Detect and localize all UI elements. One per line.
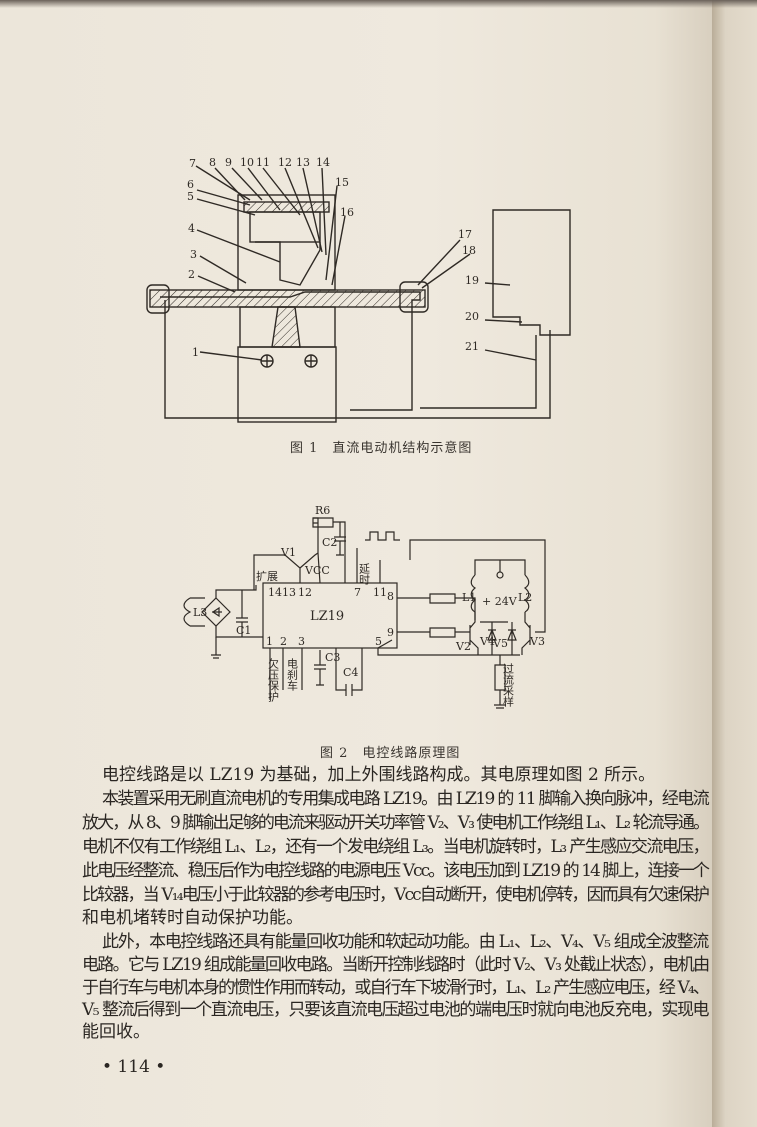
text-line: V₅ 整流后得到一个直流电压，只要该直流电压超过电池的端电压时就向电池反充电，实… (82, 1000, 710, 1020)
pin-label: 11 (373, 586, 387, 599)
undervoltage-label: 欠压保护 (267, 657, 280, 703)
part-label: 12 (278, 156, 292, 169)
pin-label: 7 (354, 586, 361, 599)
text-line: 于自行车与电机本身的惯性作用而转动，或自行车下坡滑行时，L₁、L₂ 产生感应电压… (82, 978, 710, 998)
ic-lz19 (262, 582, 398, 649)
part-label: 21 (465, 340, 479, 353)
text-line: 放大，从 8、9 脚输出足够的电流来驱动开关功率管 V₂、V₃ 使电机工作绕组 … (82, 813, 710, 833)
text-line: 此外，本电控线路还具有能量回收功能和软起动功能。由 L₁、L₂、V₄、V₅ 组成… (102, 932, 709, 952)
v5-label: V5 (492, 637, 508, 650)
next-page-edge (712, 0, 757, 1127)
c2-label: C2 (322, 536, 337, 549)
v2-label: V2 (455, 640, 471, 653)
pin-label: 2 (280, 635, 287, 648)
part-label: 1 (192, 346, 199, 359)
pin-label: 1 (266, 635, 273, 648)
part-label: 4 (188, 222, 195, 235)
overcurrent-label: 过流采样 (502, 663, 515, 707)
v3-label: V3 (529, 635, 545, 648)
pin-label: 9 (387, 626, 394, 639)
part-label: 5 (187, 190, 194, 203)
v1-label: V1 (280, 546, 296, 559)
part-label: 19 (465, 274, 479, 287)
pin-label: 5 (375, 635, 382, 648)
text-line: 电机不仅有工作绕组 L₁、L₂，还有一个发电绕组 L₃。当电机旋转时，L₃ 产生… (82, 837, 710, 857)
coil-l1 (470, 574, 477, 613)
controller-box (492, 209, 571, 336)
figure-2-caption: 图 2 电控线路原理图 (320, 746, 461, 761)
coil-l2 (523, 574, 530, 613)
part-label: 8 (209, 156, 216, 169)
v4-label: V4 (479, 635, 495, 648)
scan-shadow (0, 0, 757, 8)
part-label: 3 (190, 248, 197, 261)
wire-loop (164, 300, 551, 419)
part-label: 9 (225, 156, 232, 169)
lower-housing (237, 346, 337, 423)
text-line: 和电机堵转时自动保护功能。 (82, 908, 303, 928)
l2-label: L2 (518, 591, 532, 604)
l3-label: L3 (193, 606, 207, 619)
pin-label: 8 (387, 590, 394, 603)
pulse-waveform (365, 531, 400, 541)
coil-l3 (183, 597, 192, 627)
part-label: 20 (465, 310, 479, 323)
delay-label: 延时 (358, 563, 371, 585)
c4-label: C4 (343, 666, 358, 679)
part-label: 17 (458, 228, 472, 241)
part-label: 11 (256, 156, 270, 169)
text-line: 本装置采用无刷直流电机的专用集成电路 LZ19。由 LZ19 的 11 脚输入换… (102, 789, 710, 809)
part-label: 10 (240, 156, 254, 169)
part-label: 14 (316, 156, 330, 169)
c1-label: C1 (236, 624, 251, 637)
part-label: 2 (188, 268, 195, 281)
c3-label: C3 (325, 651, 340, 664)
part-label: 18 (462, 244, 476, 257)
part-label: 6 (187, 178, 194, 191)
vcc-label: VCC (304, 564, 330, 577)
part-label: 13 (296, 156, 310, 169)
figure-1-motor-structure: 1 2 3 4 5 6 7 8 9 10 11 12 13 14 15 16 1… (146, 156, 571, 423)
pin-label: 12 (298, 586, 312, 599)
text-line: 此电压经整流、稳压后作为电控线路的电源电压 Vcc。该电压加到 LZ19 的 1… (82, 861, 710, 881)
l1-label: L1 (462, 591, 476, 604)
page-number: • 114 • (102, 1057, 166, 1077)
pin-label: 14 (268, 586, 282, 599)
pin-label: 13 (282, 586, 296, 599)
part-label: 7 (189, 157, 196, 170)
book-page (0, 0, 712, 1127)
r6-label: R6 (315, 504, 330, 517)
text-line: 电控线路是以 LZ19 为基础，加上外围线路构成。其电原理如图 2 所示。 (102, 765, 656, 785)
ic-label: LZ19 (310, 609, 344, 624)
text-line: 能回收。 (82, 1022, 150, 1042)
text-line: 电路。它与 LZ19 组成能量回收电路。当断开控制线路时（此时 V₂、V₃ 处截… (82, 955, 710, 975)
brake-label: 电刹车 (286, 658, 299, 692)
part-label: 16 (340, 206, 354, 219)
figure-2-circuit: R6 C2 V1 VCC 扩展 延时 14 13 12 7 11 8 9 1 2… (183, 504, 546, 709)
expand-label: 扩展 (256, 569, 278, 583)
magnet (249, 211, 321, 243)
pin-label: 3 (298, 635, 305, 648)
part-label: 15 (335, 176, 349, 189)
figure-1-caption: 图 1 直流电动机结构示意图 (290, 441, 473, 456)
text-line: 比较器，当 V₁₄电压小于此较器的参考电压时，Vcc自动断开，使电机停转，因而具… (82, 885, 710, 905)
supply-label: + 24V (482, 595, 518, 608)
